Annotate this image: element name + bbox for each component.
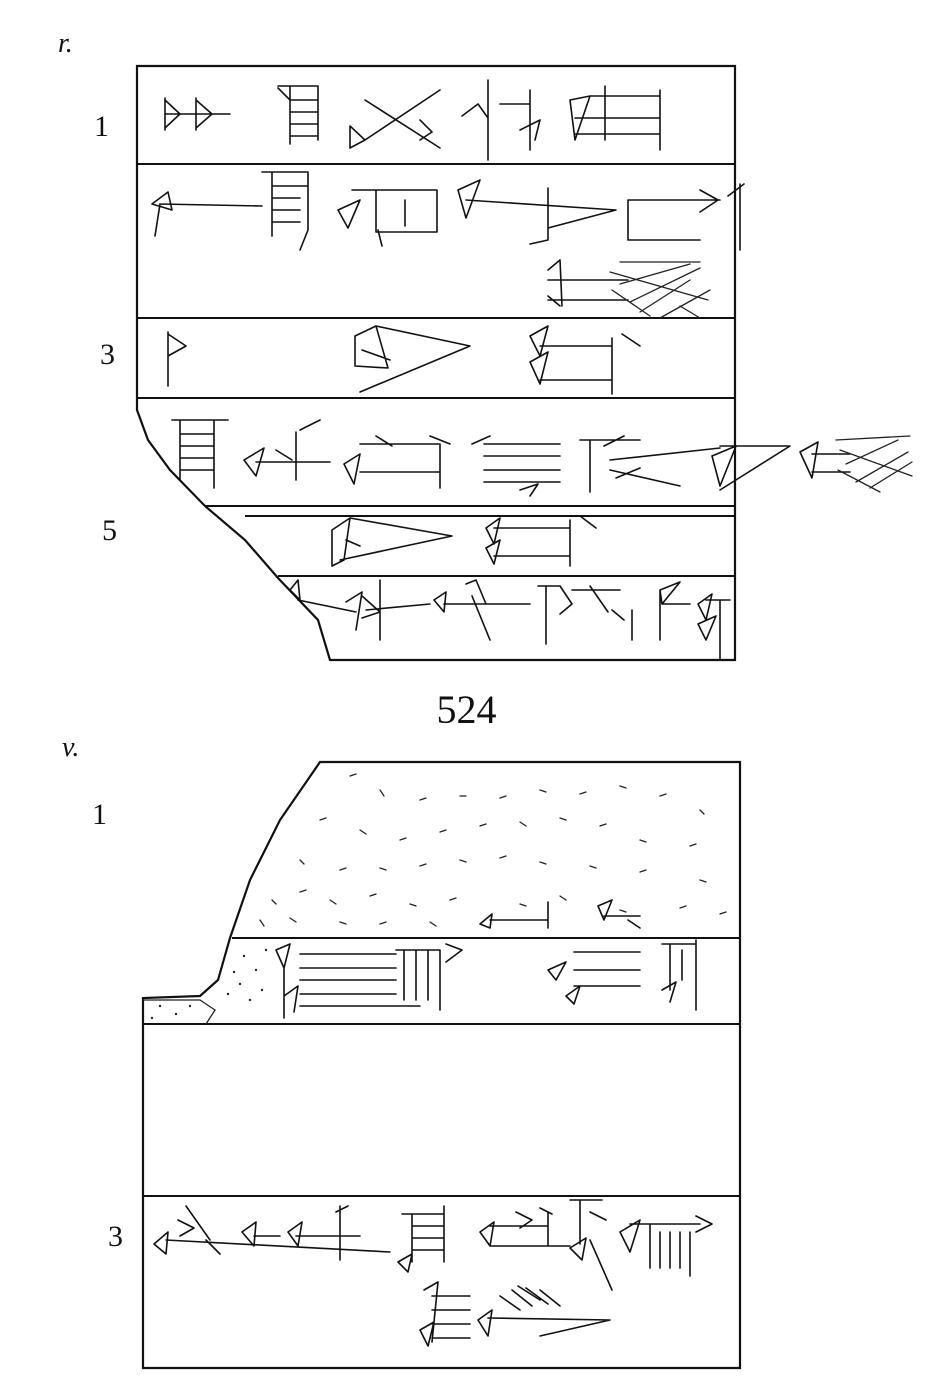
reverse-line-3-signs (153, 1199, 713, 1347)
obverse-outline (135, 64, 737, 662)
reverse-line-number-3: 3 (108, 1220, 123, 1253)
obverse-side-label: r. (58, 28, 73, 59)
obverse-line-4-signs (171, 419, 913, 497)
obverse-line-rulings (137, 163, 735, 577)
reverse-line-rulings (143, 937, 740, 1197)
obverse-line-5-signs (331, 515, 597, 567)
obverse-line-number-5: 5 (102, 514, 117, 547)
reverse-line-2-signs (275, 939, 697, 1019)
obverse-line-number-1: 1 (94, 110, 109, 143)
reverse-abraded-surface (142, 773, 727, 1025)
obverse-line-2-signs (151, 171, 745, 319)
reverse-line-number-1: 1 (92, 798, 107, 831)
obverse-line-6-signs (289, 579, 731, 661)
obverse-line-3-signs (167, 325, 641, 395)
obverse-line-1-signs (164, 79, 661, 161)
reverse-side-label: v. (62, 732, 80, 763)
obverse-line-number-3: 3 (100, 338, 115, 371)
reverse-outline (141, 760, 742, 1370)
catalog-number: 524 (436, 687, 497, 732)
